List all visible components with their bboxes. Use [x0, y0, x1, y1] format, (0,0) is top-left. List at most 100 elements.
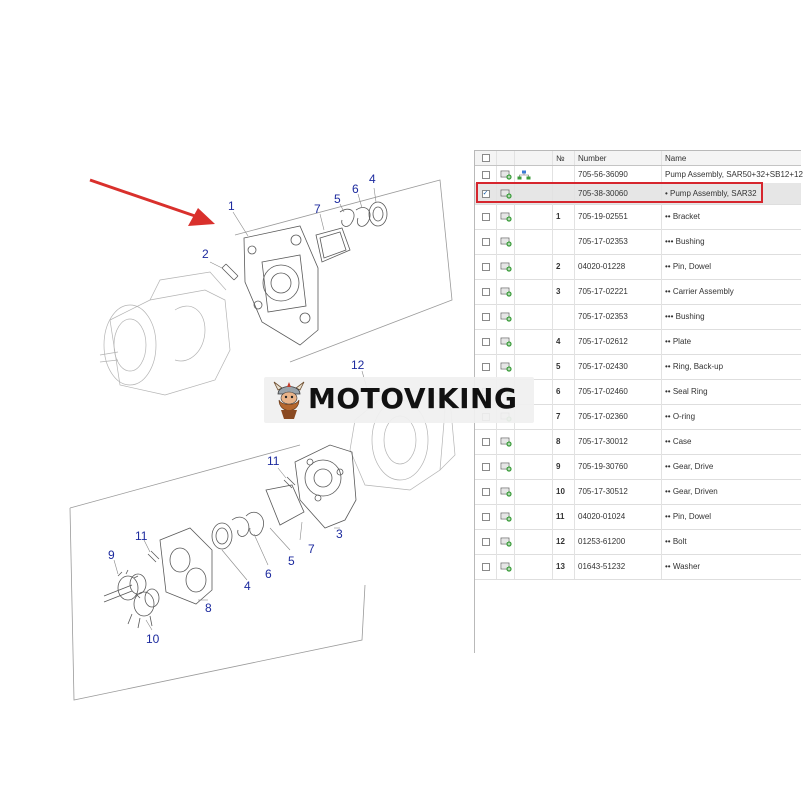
add-to-cart-icon[interactable]	[500, 189, 512, 199]
row-tree-cell[interactable]	[515, 529, 553, 554]
row-icon-cell[interactable]	[497, 166, 515, 183]
row-select-cell[interactable]	[475, 229, 497, 254]
row-part-number[interactable]: 04020-01024	[575, 504, 662, 529]
row-icon-cell[interactable]	[497, 479, 515, 504]
add-to-cart-icon[interactable]	[500, 537, 512, 547]
row-checkbox[interactable]	[481, 237, 490, 246]
header-number[interactable]: Number	[575, 151, 662, 165]
row-checkbox[interactable]	[481, 287, 490, 296]
row-icon-cell[interactable]	[497, 554, 515, 579]
row-icon-cell[interactable]	[497, 183, 515, 204]
header-select-all[interactable]	[475, 151, 497, 165]
row-tree-cell[interactable]	[515, 254, 553, 279]
tree-icon[interactable]	[517, 170, 531, 180]
row-part-number[interactable]: 705-17-02360	[575, 404, 662, 429]
table-row[interactable]: ✓705-38-30060• Pump Assembly, SAR32	[475, 183, 801, 205]
row-part-number[interactable]: 705-17-30512	[575, 479, 662, 504]
row-part-number[interactable]: 705-38-30060	[575, 183, 662, 204]
row-tree-cell[interactable]	[515, 229, 553, 254]
row-part-number[interactable]: 705-17-02221	[575, 279, 662, 304]
add-to-cart-icon[interactable]	[500, 237, 512, 247]
add-to-cart-icon[interactable]	[500, 562, 512, 572]
row-tree-cell[interactable]	[515, 504, 553, 529]
row-part-number[interactable]: 705-17-02353	[575, 304, 662, 329]
row-part-number[interactable]: 705-19-02551	[575, 204, 662, 229]
row-icon-cell[interactable]	[497, 529, 515, 554]
row-select-cell[interactable]	[475, 329, 497, 354]
row-checkbox[interactable]	[481, 212, 490, 221]
row-part-number[interactable]: 705-17-02353	[575, 229, 662, 254]
row-tree-cell[interactable]	[515, 304, 553, 329]
row-select-cell[interactable]	[475, 279, 497, 304]
add-to-cart-icon[interactable]	[500, 462, 512, 472]
row-checkbox[interactable]	[481, 262, 490, 271]
row-select-cell[interactable]: ✓	[475, 183, 497, 204]
row-part-number[interactable]: 705-17-02430	[575, 354, 662, 379]
row-checkbox[interactable]	[481, 462, 490, 471]
add-to-cart-icon[interactable]	[500, 170, 512, 180]
add-to-cart-icon[interactable]	[500, 312, 512, 322]
row-icon-cell[interactable]	[497, 204, 515, 229]
row-part-number[interactable]: 705-19-30760	[575, 454, 662, 479]
row-tree-cell[interactable]	[515, 379, 553, 404]
table-row[interactable]: 705-17-02353••• Bushing	[475, 304, 801, 330]
row-icon-cell[interactable]	[497, 229, 515, 254]
row-checkbox[interactable]	[481, 312, 490, 321]
row-tree-cell[interactable]	[515, 404, 553, 429]
row-checkbox[interactable]	[481, 170, 490, 179]
row-tree-cell[interactable]	[515, 454, 553, 479]
add-to-cart-icon[interactable]	[500, 287, 512, 297]
add-to-cart-icon[interactable]	[500, 337, 512, 347]
row-checkbox[interactable]	[481, 562, 490, 571]
row-part-number[interactable]: 705-17-30012	[575, 429, 662, 454]
row-checkbox[interactable]	[481, 437, 490, 446]
row-icon-cell[interactable]	[497, 504, 515, 529]
row-tree-cell[interactable]	[515, 204, 553, 229]
row-tree-cell[interactable]	[515, 329, 553, 354]
add-to-cart-icon[interactable]	[500, 512, 512, 522]
header-no[interactable]: №	[553, 151, 575, 165]
row-select-cell[interactable]	[475, 304, 497, 329]
row-tree-cell[interactable]	[515, 429, 553, 454]
row-icon-cell[interactable]	[497, 454, 515, 479]
row-part-number[interactable]: 04020-01228	[575, 254, 662, 279]
row-checkbox[interactable]: ✓	[481, 189, 490, 198]
row-part-number[interactable]: 01643-51232	[575, 554, 662, 579]
row-icon-cell[interactable]	[497, 329, 515, 354]
add-to-cart-icon[interactable]	[500, 362, 512, 372]
row-select-cell[interactable]	[475, 479, 497, 504]
row-tree-cell[interactable]	[515, 479, 553, 504]
row-checkbox[interactable]	[481, 537, 490, 546]
row-checkbox[interactable]	[481, 487, 490, 496]
table-row[interactable]: 705-17-02353••• Bushing	[475, 229, 801, 255]
row-select-cell[interactable]	[475, 254, 497, 279]
row-checkbox[interactable]	[481, 337, 490, 346]
row-select-cell[interactable]	[475, 504, 497, 529]
row-part-number[interactable]: 705-56-36090	[575, 166, 662, 183]
row-part-number[interactable]: 705-17-02460	[575, 379, 662, 404]
row-select-cell[interactable]	[475, 454, 497, 479]
row-icon-cell[interactable]	[497, 279, 515, 304]
row-select-cell[interactable]	[475, 429, 497, 454]
row-icon-cell[interactable]	[497, 304, 515, 329]
row-select-cell[interactable]	[475, 204, 497, 229]
row-select-cell[interactable]	[475, 354, 497, 379]
row-select-cell[interactable]	[475, 166, 497, 183]
row-select-cell[interactable]	[475, 529, 497, 554]
row-tree-cell[interactable]	[515, 354, 553, 379]
add-to-cart-icon[interactable]	[500, 262, 512, 272]
header-name[interactable]: Name	[665, 153, 687, 163]
row-tree-cell[interactable]	[515, 279, 553, 304]
row-select-cell[interactable]	[475, 554, 497, 579]
row-part-number[interactable]: 01253-61200	[575, 529, 662, 554]
add-to-cart-icon[interactable]	[500, 437, 512, 447]
